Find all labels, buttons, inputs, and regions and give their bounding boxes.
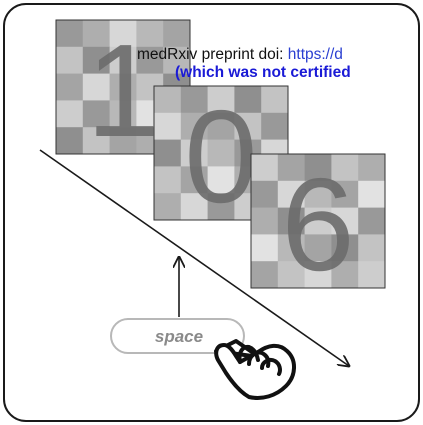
- panel-frame: [3, 3, 420, 422]
- noise-cell: [331, 154, 359, 182]
- noise-cell: [109, 73, 137, 101]
- noise-cell: [180, 166, 209, 194]
- noise-cell: [358, 180, 386, 209]
- stimulus-card-3: 6: [250, 151, 386, 298]
- noise-cell: [154, 112, 182, 141]
- noise-cell: [304, 234, 332, 262]
- noise-cell: [251, 261, 279, 289]
- preprint-banner: medRxiv preprint doi: https://d (which w…: [137, 46, 423, 96]
- noise-cell: [109, 127, 137, 155]
- noise-cell: [154, 166, 182, 194]
- space-key[interactable]: space: [110, 318, 245, 354]
- noise-cell: [304, 180, 332, 209]
- stimulus-digit: 0: [184, 83, 257, 230]
- banner-doi-link[interactable]: https://d: [287, 46, 343, 63]
- noise-cell: [56, 46, 84, 75]
- stimulus-digit: 1: [86, 17, 159, 164]
- noise-cell: [82, 20, 111, 48]
- pointing-hand-icon: [214, 339, 296, 400]
- noise-cell: [331, 180, 359, 209]
- card-border: [153, 85, 289, 221]
- banner-line-1: medRxiv preprint doi: https://d: [137, 46, 423, 64]
- noise-cell: [82, 100, 111, 128]
- noise-cell: [163, 20, 191, 48]
- noise-cell: [277, 180, 306, 209]
- noise-cell: [234, 86, 262, 114]
- noise-cell: [207, 193, 235, 221]
- noise-cell: [109, 46, 137, 75]
- noise-cell: [251, 207, 279, 235]
- stimulus-digit: 6: [281, 151, 354, 298]
- noise-cell: [154, 193, 182, 221]
- noise-cell: [82, 73, 111, 101]
- noise-cell: [358, 234, 386, 262]
- noise-cell: [207, 112, 235, 141]
- noise-cell: [304, 154, 332, 182]
- noise-cell: [277, 261, 306, 289]
- diagonal-arrow-icon: [39, 149, 349, 366]
- noise-cell: [304, 261, 332, 289]
- noise-cell: [331, 234, 359, 262]
- noise-cell: [234, 112, 262, 141]
- noise-cell: [154, 139, 182, 167]
- noise-cell: [277, 207, 306, 235]
- noise-cell: [207, 166, 235, 194]
- noise-cell: [358, 154, 386, 182]
- noise-cell: [358, 207, 386, 235]
- noise-cell: [251, 180, 279, 209]
- noise-cell: [56, 100, 84, 128]
- noise-cell: [277, 154, 306, 182]
- noise-cell: [56, 20, 84, 48]
- noise-cell: [109, 100, 137, 128]
- noise-cell: [261, 112, 289, 141]
- noise-cell: [82, 46, 111, 75]
- noise-cell: [304, 207, 332, 235]
- noise-cell: [207, 86, 235, 114]
- noise-cell: [82, 127, 111, 155]
- noise-cell: [251, 154, 279, 182]
- space-key-label: space: [155, 327, 203, 346]
- card-border: [250, 153, 386, 289]
- noise-cell: [56, 73, 84, 101]
- noise-cell: [277, 234, 306, 262]
- noise-cell: [180, 139, 209, 167]
- noise-cell: [331, 261, 359, 289]
- noise-cell: [136, 46, 164, 75]
- banner-line-2: (which was not certified: [175, 64, 351, 81]
- noise-cell: [109, 20, 137, 48]
- noise-cell: [163, 46, 191, 75]
- noise-cell: [56, 127, 84, 155]
- noise-cell: [251, 234, 279, 262]
- noise-cell: [180, 86, 209, 114]
- noise-cell: [261, 86, 289, 114]
- noise-cell: [180, 193, 209, 221]
- noise-cell: [331, 207, 359, 235]
- noise-cell: [180, 112, 209, 141]
- noise-cell: [358, 261, 386, 289]
- noise-cell: [136, 20, 164, 48]
- noise-cell: [207, 139, 235, 167]
- banner-prefix: medRxiv preprint doi:: [137, 46, 288, 63]
- noise-cell: [154, 86, 182, 114]
